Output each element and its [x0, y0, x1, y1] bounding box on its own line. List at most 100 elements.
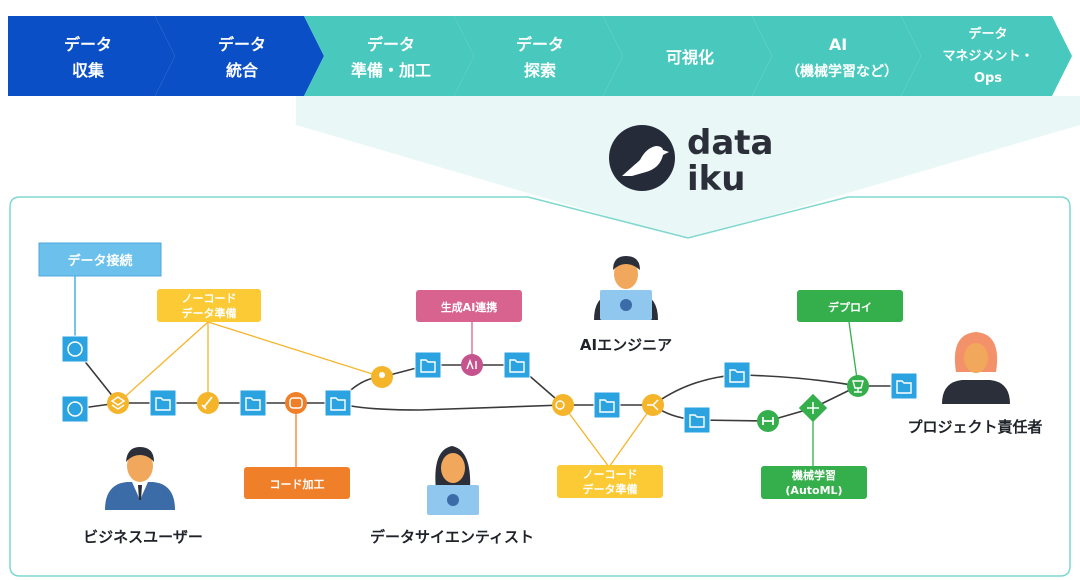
python-recipe-icon [285, 392, 307, 414]
step-label-ai-1: AI [829, 35, 847, 54]
logo-text-line1: data [687, 123, 773, 163]
laptop-logo [620, 299, 632, 311]
step-label-visualize: 可視化 [666, 48, 714, 67]
step-label-prepare-2: 準備・加工 [351, 61, 431, 80]
step-chevron-collect [8, 16, 175, 96]
dataset-node-1 [149, 389, 177, 417]
face [441, 453, 465, 483]
connector-nocode-bottom-2 [608, 404, 654, 468]
connector-nocode-top-3 [207, 321, 383, 378]
step-chevron-ai [752, 16, 921, 96]
tag-nocode-top-line2: データ準備 [182, 306, 237, 320]
dataset-node-7 [723, 361, 751, 389]
face [127, 450, 153, 482]
body [942, 380, 1010, 404]
hair [126, 447, 154, 462]
tag-genai-label: 生成AI連携 [441, 300, 498, 314]
join-glyph [555, 400, 565, 410]
tag-deploy [797, 290, 903, 322]
dumbbell-glyph [762, 417, 774, 425]
step-label-explore-2: 探索 [524, 61, 556, 80]
folder-icon [599, 399, 615, 413]
broom-glyph [201, 396, 213, 410]
stack-recipe-icon [107, 392, 129, 414]
tag-nocode-bottom-line2: データ準備 [583, 482, 638, 496]
logo-text-line2: iku [687, 159, 745, 199]
join-recipe-icon [552, 394, 574, 416]
bird-shape [622, 146, 669, 176]
connector-nocode-bottom-1 [562, 404, 610, 468]
step-label-ops-2: マネジメント・ [942, 49, 1033, 64]
folder-icon [689, 414, 705, 428]
folder-icon [896, 380, 912, 394]
dataset-node-4 [414, 351, 442, 379]
ai-engineer-label: AIエンジニア [580, 336, 672, 354]
dataset-node-6 [593, 391, 621, 419]
flow-nodes [61, 335, 918, 434]
data-scientist-label: データサイエンティスト [370, 528, 534, 546]
tags: データ接続 ノーコード データ準備 生成AI連携 コード加工 ノーコード データ… [38, 242, 903, 499]
step-label-explore-1: データ [516, 35, 564, 54]
step-label-ops-3: Ops [974, 71, 1002, 86]
tag-nocode-top [157, 289, 261, 322]
tag-nocode-bottom [557, 465, 663, 498]
step-label-collect-2: 収集 [72, 61, 105, 80]
persona-ai-engineer: AIエンジニア [580, 256, 672, 354]
persona-data-scientist: データサイエンティスト [370, 446, 534, 546]
laptop-logo [447, 494, 459, 506]
tag-nocode-top-line1: ノーコード [182, 292, 237, 305]
step-chevron-ops [901, 16, 1072, 96]
step-label-ops-1: データ [968, 26, 1007, 42]
tie [138, 485, 142, 500]
tag-nocode-bottom-line1: ノーコード [583, 468, 638, 481]
project-owner-label: プロジェクト責任者 [907, 418, 1042, 436]
tag-data-connect [38, 242, 162, 277]
dataiku-logo: data iku [609, 123, 773, 199]
model-glyph [807, 402, 819, 414]
split-glyph [647, 399, 659, 411]
step-label-prepare-1: データ [367, 35, 415, 54]
dataset-node-5 [503, 351, 531, 379]
tag-automl [761, 466, 867, 499]
step-label-integrate-2: 統合 [226, 61, 259, 80]
upload-icon [67, 341, 83, 357]
face [964, 343, 988, 373]
tag-automl-line1: 機械学習 [792, 468, 836, 482]
business-user-label: ビジネスユーザー [83, 528, 203, 546]
folder-icon [729, 369, 745, 383]
step-chevron-visualize [603, 16, 772, 96]
tag-genai [416, 290, 522, 322]
tag-deploy-label: デプロイ [828, 300, 872, 314]
process-steps: データ 収集 データ 統合 データ 準備・加工 データ 探索 可視化 AI （機… [8, 16, 1072, 96]
ai-glyph [466, 358, 477, 370]
folder-icon [509, 359, 525, 373]
persona-project-owner: プロジェクト責任者 [907, 332, 1043, 436]
dataset-node-source-2 [61, 395, 89, 423]
tag-data-connect-label: データ接続 [67, 253, 132, 269]
folder-icon [245, 397, 261, 411]
hair [613, 256, 640, 270]
folder-icon [330, 397, 346, 411]
tag-code-process-label: コード加工 [270, 477, 325, 491]
dataset-node-2 [239, 389, 267, 417]
upload-icon [67, 401, 83, 417]
tag-automl-line2: (AutoML) [785, 484, 842, 497]
dataset-node-3 [324, 389, 352, 417]
connector-nocode-top-1 [117, 321, 209, 404]
python-glyph [289, 397, 303, 409]
person-glyph [379, 372, 385, 378]
step-chevron-integrate [155, 16, 324, 96]
funnel-background [296, 96, 1080, 240]
folder-icon [155, 397, 171, 411]
step-label-ai-2: （機械学習など） [786, 63, 898, 80]
folder-icon [420, 359, 436, 373]
step-chevron-prepare [304, 16, 474, 96]
dataset-node-8 [683, 406, 711, 434]
dataset-node-output [890, 372, 918, 400]
persona-business-user: ビジネスユーザー [83, 447, 203, 546]
trophy-glyph [852, 380, 864, 393]
step-label-collect-1: データ [64, 35, 112, 54]
step-label-integrate-1: データ [218, 35, 266, 54]
trophy-icon [847, 375, 869, 397]
